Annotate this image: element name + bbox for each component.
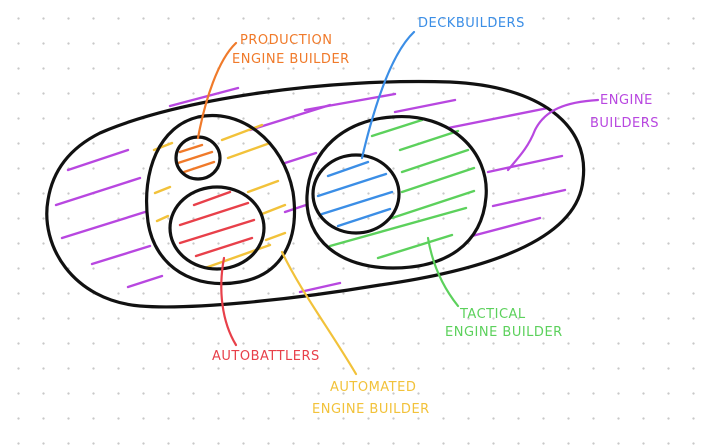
autobattlers-leader [220,256,238,347]
autobattlers-label: AUTOBATTLERS [212,349,320,364]
labels: PRODUCTION ENGINE BUILDER DECKBUILDERS E… [212,16,659,417]
engine-builders-outline [45,79,586,309]
deckbuilders-outline [311,153,401,235]
production-hatching [176,143,216,174]
engine-builders-label: ENGINE BUILDERS [590,93,659,131]
autobattlers-outline [168,185,266,271]
deckbuilders-label: DECKBUILDERS [418,16,525,31]
production-outline [174,135,222,181]
deckbuilders-hatching [316,160,394,228]
leader-lines [196,30,600,376]
automated-leader [280,250,358,376]
outlines [45,79,586,309]
engine-builders-hatching [54,86,567,294]
deckbuilders-leader [360,30,416,160]
production-label: PRODUCTION ENGINE BUILDER [232,33,350,67]
automated-outline [145,114,297,286]
production-leader [196,41,238,140]
autobattlers-hatching [178,190,256,258]
tactical-label: TACTICAL ENGINE BUILDER [445,307,563,340]
tactical-outline [305,115,488,270]
automated-label: AUTOMATED ENGINE BUILDER [312,380,430,417]
engine-builders-leader [506,98,600,172]
tactical-leader [426,236,460,308]
tactical-hatching [328,118,476,260]
